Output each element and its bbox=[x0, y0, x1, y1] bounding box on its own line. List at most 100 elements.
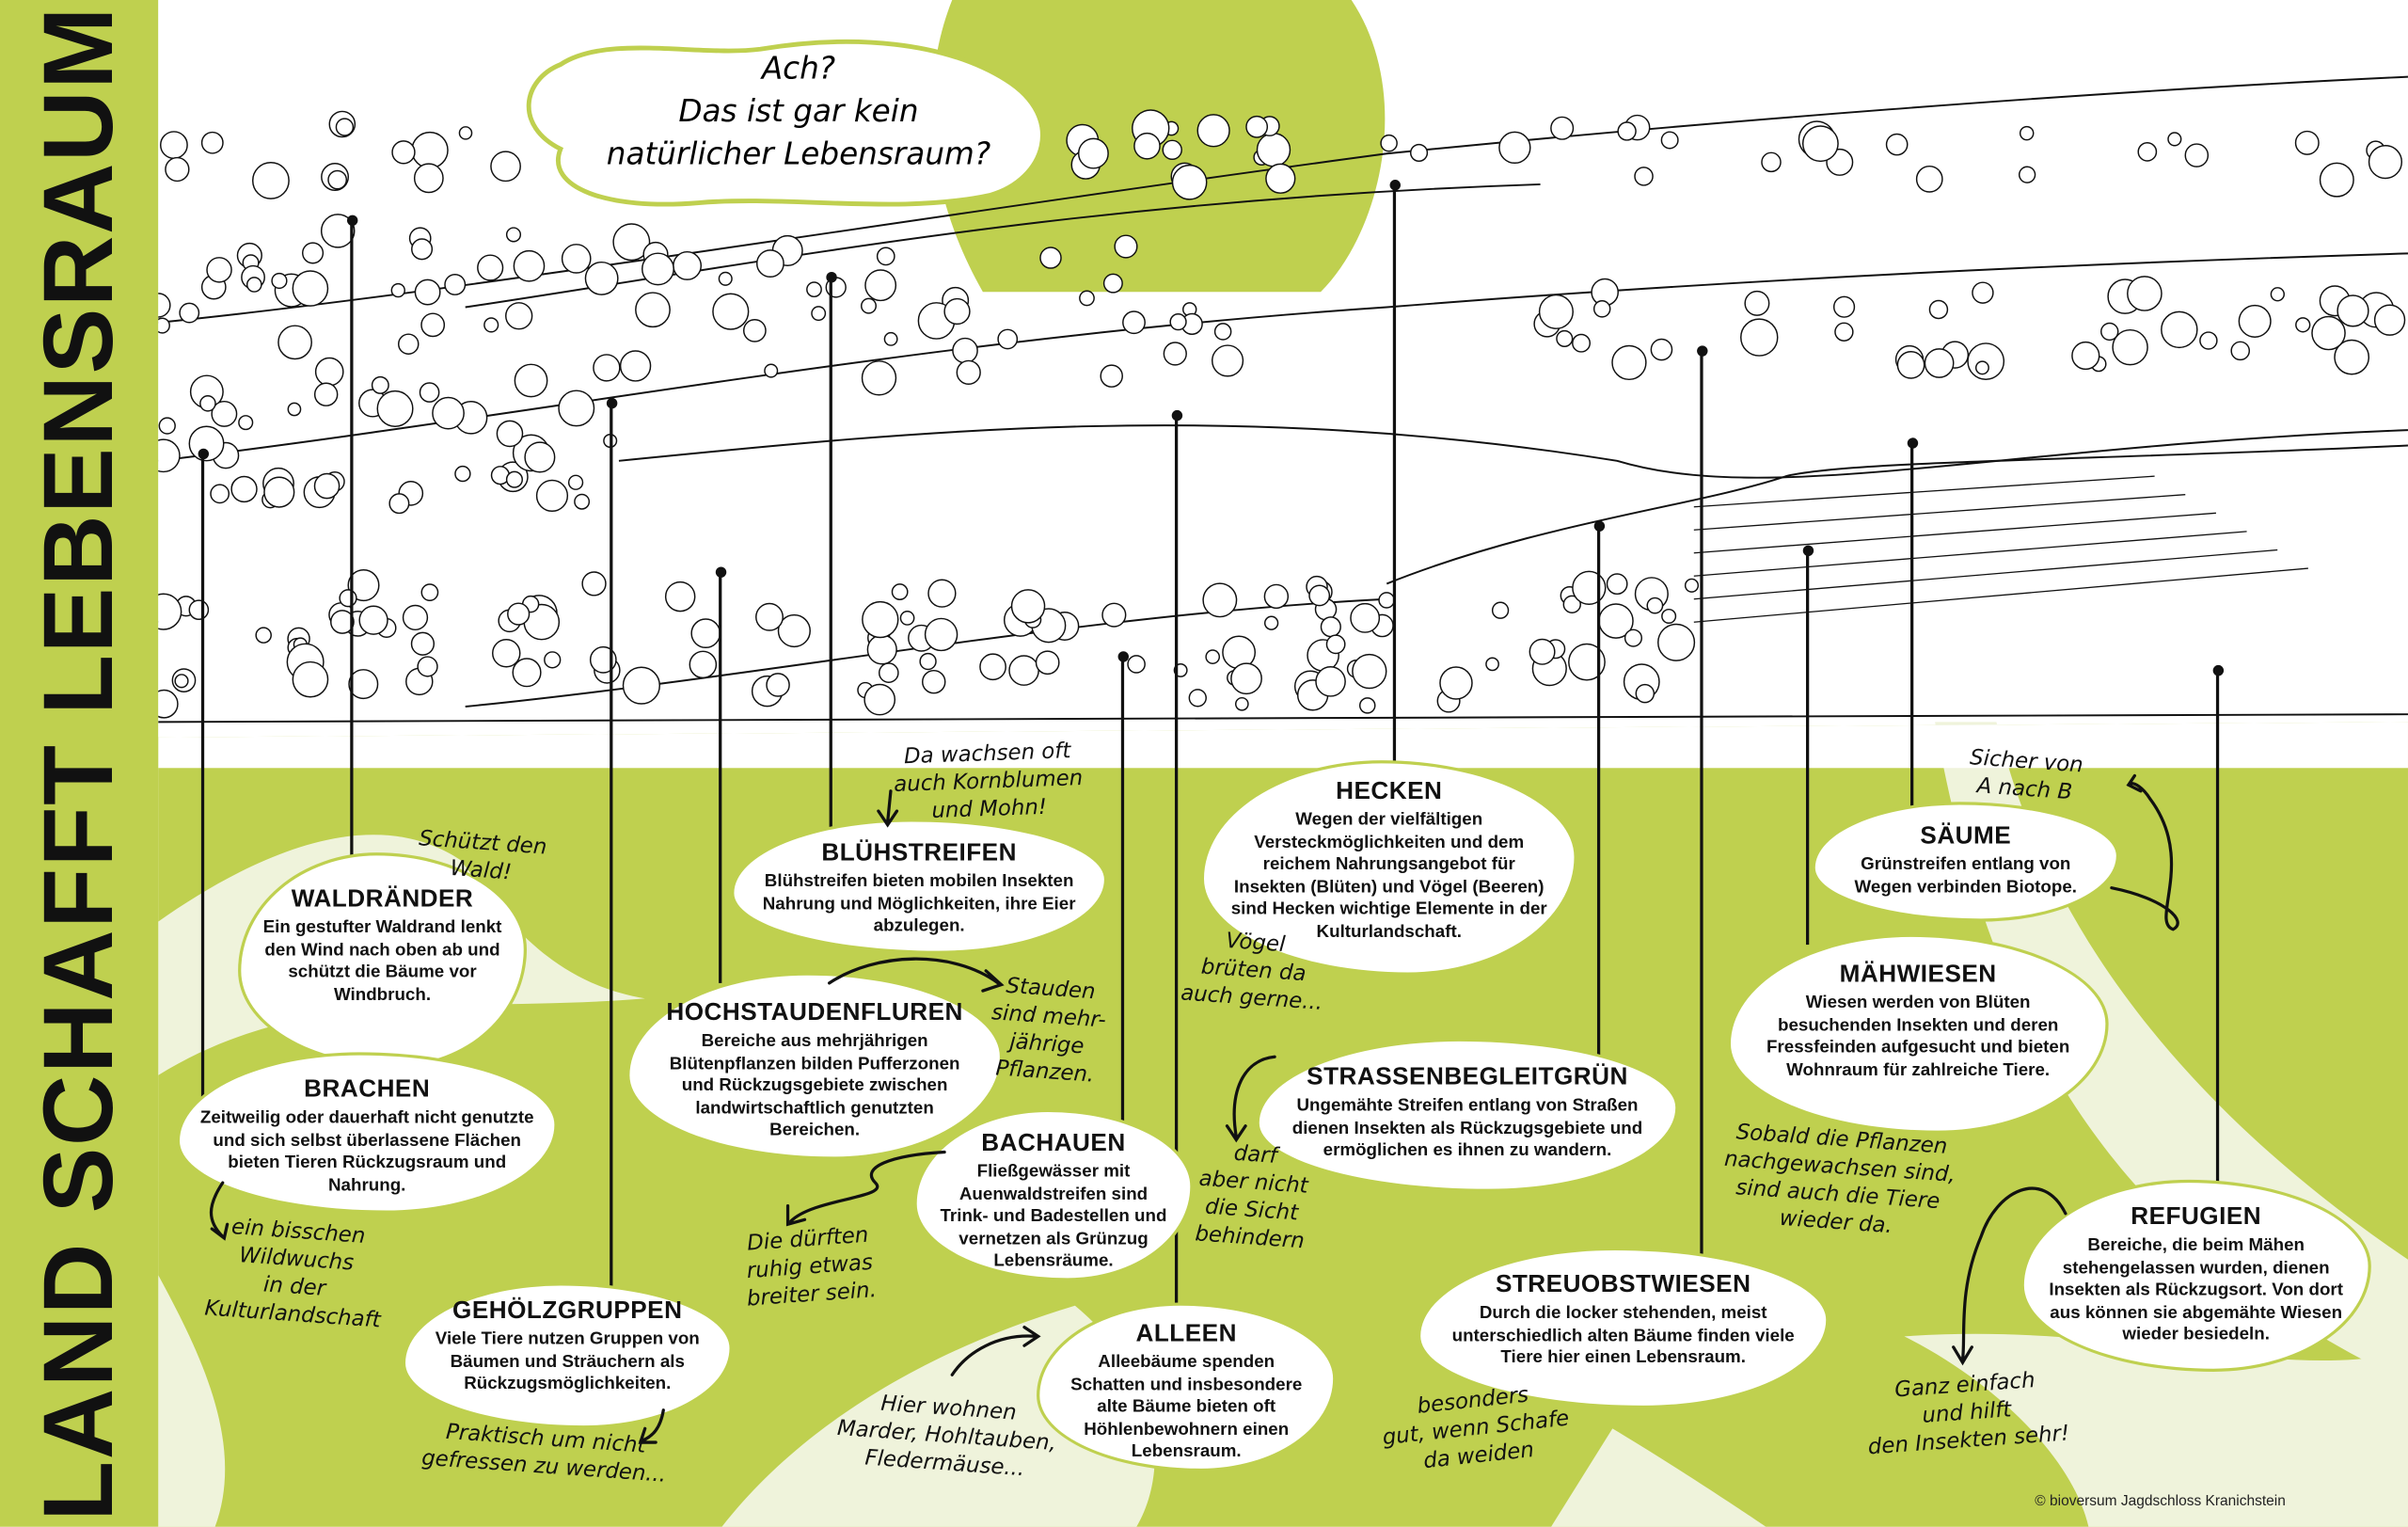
tree bbox=[199, 394, 216, 412]
tree bbox=[764, 363, 779, 378]
tree bbox=[2270, 287, 2285, 302]
card-text: Ein gestufter Waldrand lenkt den Wind na… bbox=[262, 918, 502, 1004]
tree bbox=[2137, 142, 2158, 162]
tree bbox=[301, 242, 325, 264]
pointer-dot bbox=[1117, 651, 1129, 662]
tree bbox=[414, 278, 441, 306]
pale-patch-bottom-left bbox=[158, 1275, 226, 1527]
tree bbox=[864, 269, 897, 302]
tree bbox=[2337, 294, 2369, 327]
tree bbox=[1133, 132, 1161, 160]
tree bbox=[1079, 290, 1095, 307]
tree bbox=[806, 281, 822, 298]
tree bbox=[1188, 689, 1207, 708]
tree bbox=[690, 618, 721, 648]
tree bbox=[1122, 310, 1146, 335]
pointer-line bbox=[1700, 350, 1703, 1276]
card-text: Bereiche, die beim Mähen stehengelassen … bbox=[2049, 1236, 2344, 1344]
tree bbox=[1265, 163, 1296, 194]
tree bbox=[158, 317, 170, 334]
tree bbox=[1572, 333, 1592, 353]
tree bbox=[1972, 281, 1994, 304]
tree bbox=[1320, 616, 1341, 638]
tree bbox=[292, 660, 329, 698]
tree bbox=[1315, 666, 1346, 697]
tree bbox=[956, 359, 981, 385]
tree bbox=[454, 465, 471, 483]
tree bbox=[1205, 649, 1221, 664]
tree bbox=[1657, 623, 1696, 661]
tree bbox=[1485, 657, 1499, 672]
pointer-line bbox=[200, 453, 205, 1106]
field-line bbox=[618, 424, 2408, 479]
pale-patch-center bbox=[1550, 1428, 1766, 1527]
pointer-dot bbox=[346, 215, 357, 226]
tree bbox=[313, 382, 339, 406]
tree bbox=[397, 333, 420, 355]
tree bbox=[330, 610, 355, 634]
tree bbox=[861, 360, 897, 396]
tree bbox=[1439, 666, 1473, 700]
tree bbox=[1213, 323, 1232, 341]
pointer-line bbox=[1120, 656, 1125, 1129]
tree bbox=[1350, 602, 1381, 633]
tree bbox=[581, 571, 607, 596]
tree bbox=[1896, 351, 1925, 379]
tree bbox=[251, 162, 290, 199]
tree bbox=[1624, 628, 1643, 647]
tree bbox=[512, 658, 542, 688]
tree bbox=[158, 293, 171, 318]
tree bbox=[1924, 348, 1955, 378]
tree bbox=[1077, 137, 1109, 169]
tree bbox=[558, 390, 595, 427]
tree bbox=[417, 656, 438, 677]
tree bbox=[496, 420, 524, 448]
tree bbox=[371, 375, 389, 394]
card-text: Durch die locker stehenden, meist unters… bbox=[1451, 1304, 1795, 1368]
tree bbox=[861, 297, 877, 314]
tree bbox=[514, 363, 548, 398]
pointer-dot bbox=[1801, 545, 1814, 557]
tree bbox=[263, 476, 295, 508]
tree bbox=[2127, 276, 2162, 311]
note-refugien: Ganz einfach und hilft den Insekten sehr… bbox=[1867, 1368, 2070, 1460]
tree bbox=[1498, 131, 1531, 165]
pointer-line bbox=[350, 219, 354, 883]
tree bbox=[2167, 132, 2182, 147]
tree bbox=[391, 140, 416, 165]
tree bbox=[919, 652, 937, 671]
note-saeume: Sicher von A nach B bbox=[1969, 745, 2084, 805]
tree bbox=[755, 249, 784, 278]
tree bbox=[314, 357, 344, 387]
pointer-dot bbox=[1170, 409, 1182, 422]
card-title: STRASSENBEGLEITGRÜN bbox=[1307, 1064, 1628, 1091]
tree bbox=[1885, 133, 1909, 156]
tree bbox=[1974, 360, 1989, 375]
hill-line bbox=[158, 75, 2408, 324]
tree bbox=[292, 270, 329, 307]
tree bbox=[1162, 139, 1182, 161]
tree bbox=[432, 396, 465, 430]
tree bbox=[1196, 114, 1230, 148]
tree bbox=[1230, 662, 1262, 695]
card-text: Zeitweilig oder dauerhaft nicht genutzte… bbox=[199, 1108, 534, 1195]
tree bbox=[561, 244, 592, 274]
tree bbox=[997, 328, 1019, 350]
tree bbox=[339, 589, 357, 608]
tree bbox=[862, 600, 899, 639]
card-text: Ungemähte Streifen entlang von Straßen d… bbox=[1291, 1096, 1643, 1160]
tree bbox=[313, 472, 341, 500]
tree bbox=[490, 151, 521, 183]
card-text: Viele Tiere nutzen Gruppen von Bäumen un… bbox=[435, 1329, 700, 1393]
tree bbox=[922, 669, 946, 694]
tree bbox=[712, 293, 750, 330]
tree bbox=[376, 390, 414, 427]
tree bbox=[2019, 125, 2035, 141]
card-text: Wiesen werden von Blüten besuchenden Ins… bbox=[1766, 994, 2070, 1079]
tree bbox=[507, 602, 531, 626]
pointer-line bbox=[1392, 183, 1397, 784]
